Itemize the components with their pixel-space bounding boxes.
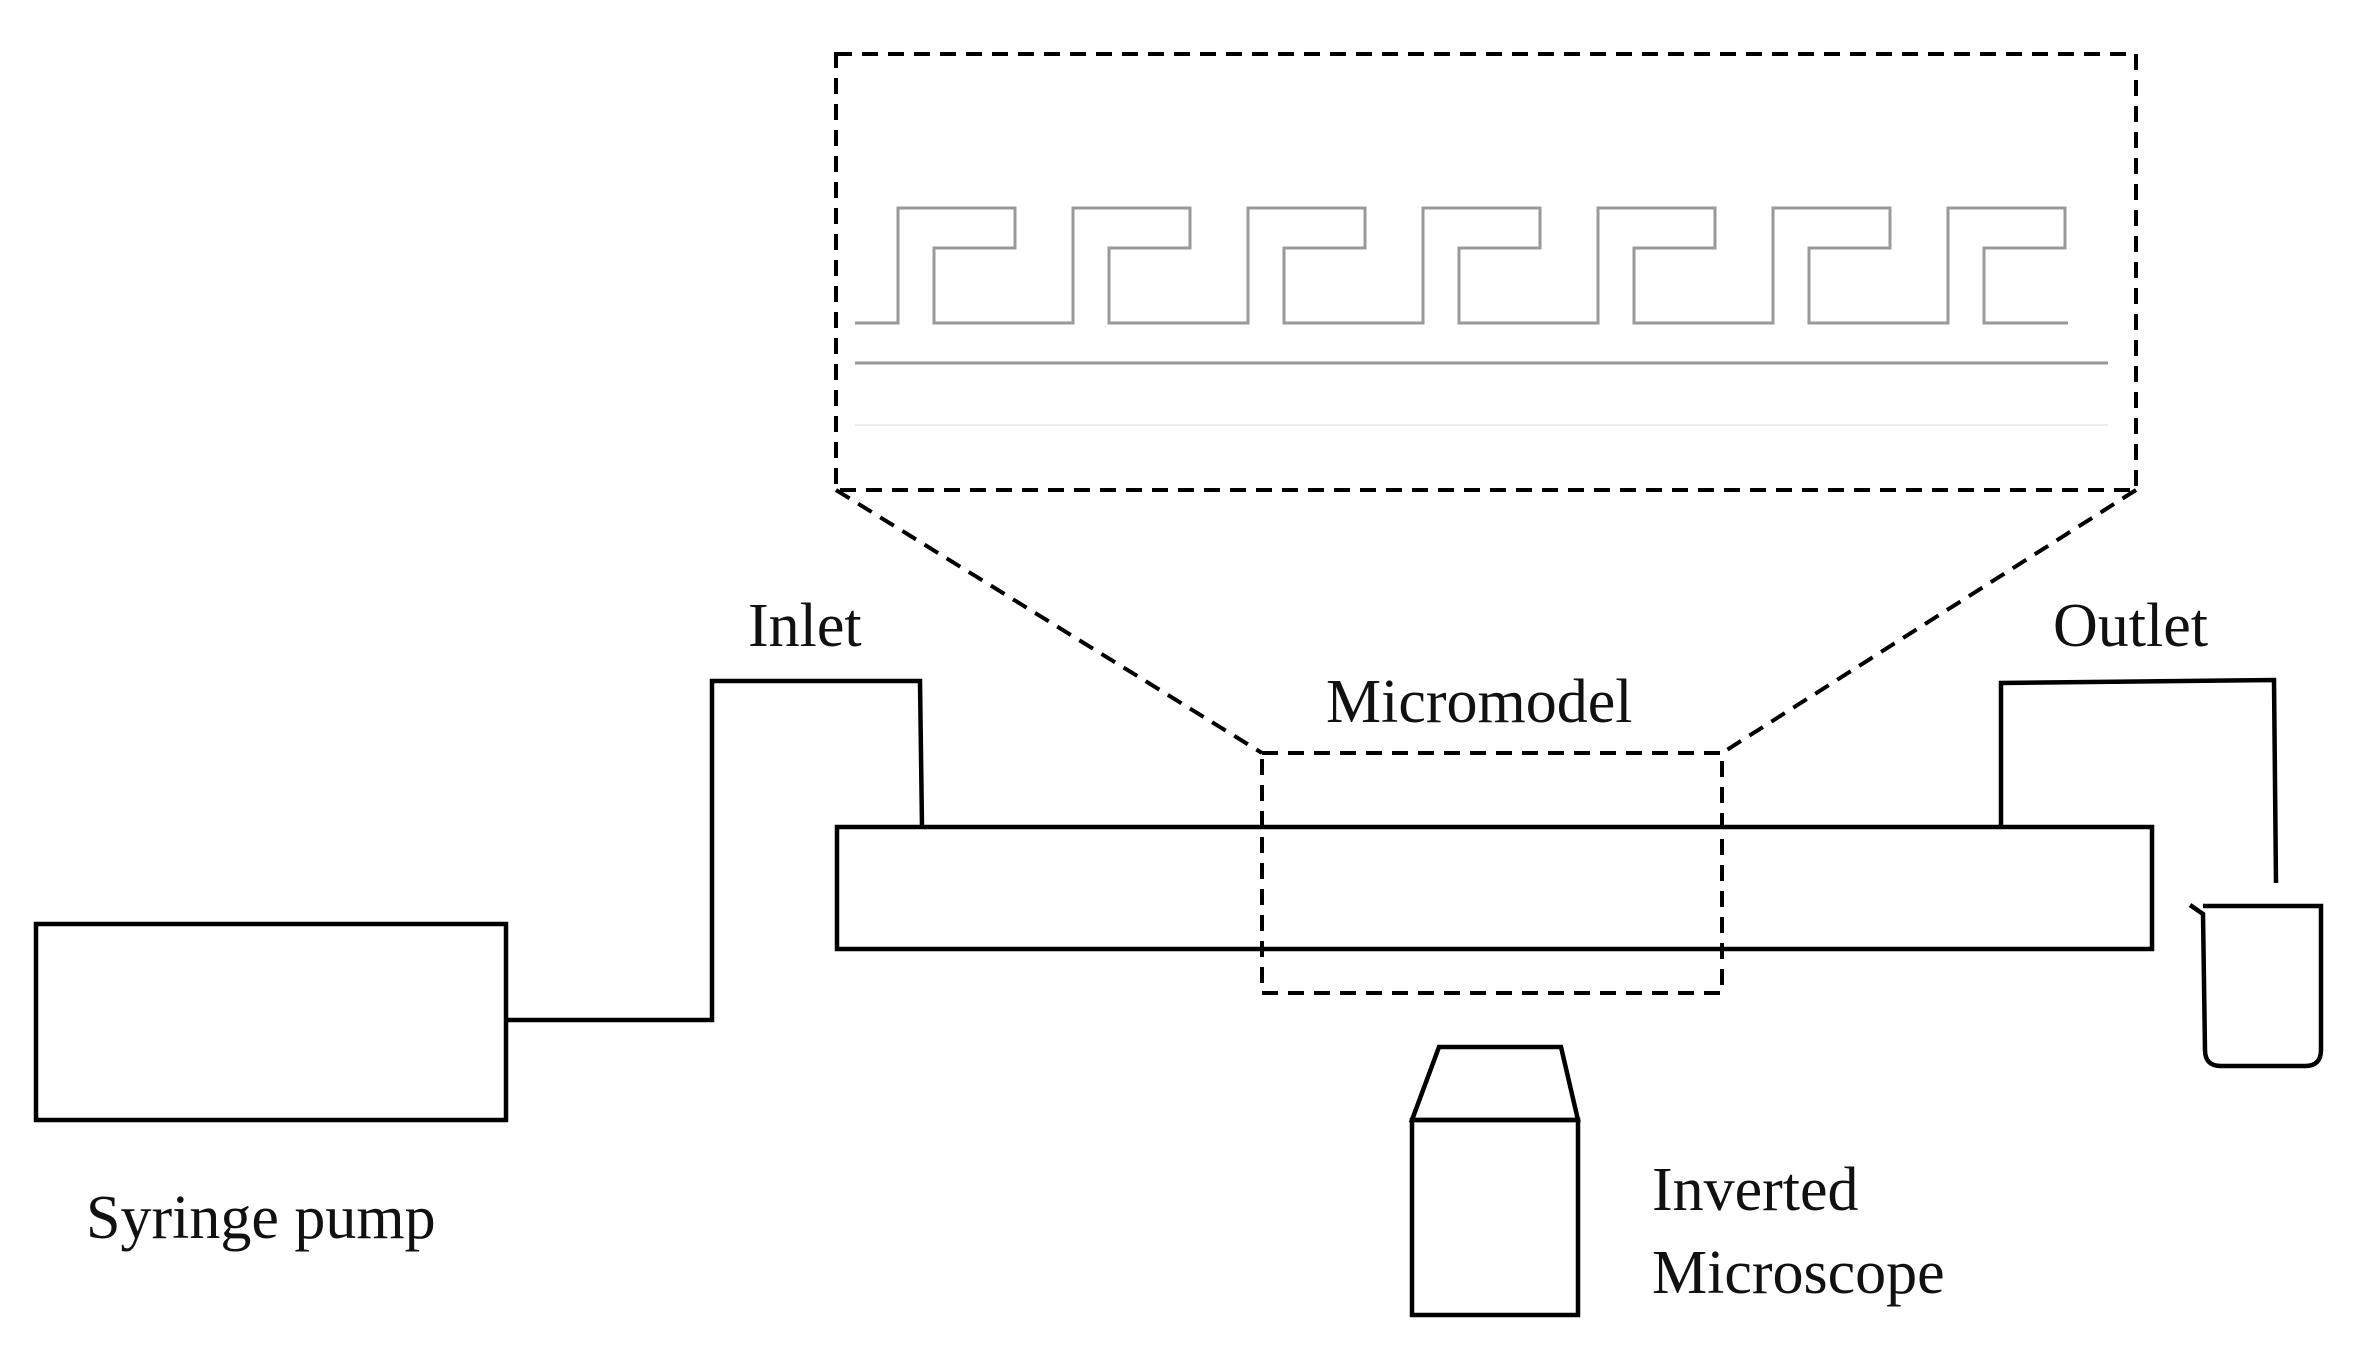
- microscope-label-line1: Inverted: [1652, 1156, 1859, 1224]
- syringe-pump-box: [33, 921, 509, 1123]
- beaker-icon: [2188, 903, 2324, 1069]
- microscope-objective: [1408, 1044, 1581, 1123]
- micromodel-label: Micromodel: [1326, 668, 1633, 736]
- inlet-tube: [506, 678, 925, 1023]
- zoom-inset-frame: [834, 52, 2138, 492]
- outlet-tube: [1998, 677, 2279, 884]
- micromodel-slide: [834, 824, 2155, 952]
- outlet-label: Outlet: [2053, 592, 2208, 660]
- zoom-projection-left: [834, 488, 1264, 755]
- syringe-pump-label: Syringe pump: [86, 1184, 436, 1252]
- microscope-body: [1409, 1117, 1581, 1318]
- observation-window: [1260, 751, 1724, 995]
- microscope-icon: [1408, 1044, 1581, 1318]
- meander-line: [855, 206, 2068, 325]
- zoom-projection-right: [1720, 488, 2138, 755]
- microscope-label-line2: Microscope: [1652, 1239, 1945, 1307]
- serpentine-channel: [855, 206, 2108, 426]
- inlet-label: Inlet: [748, 592, 862, 660]
